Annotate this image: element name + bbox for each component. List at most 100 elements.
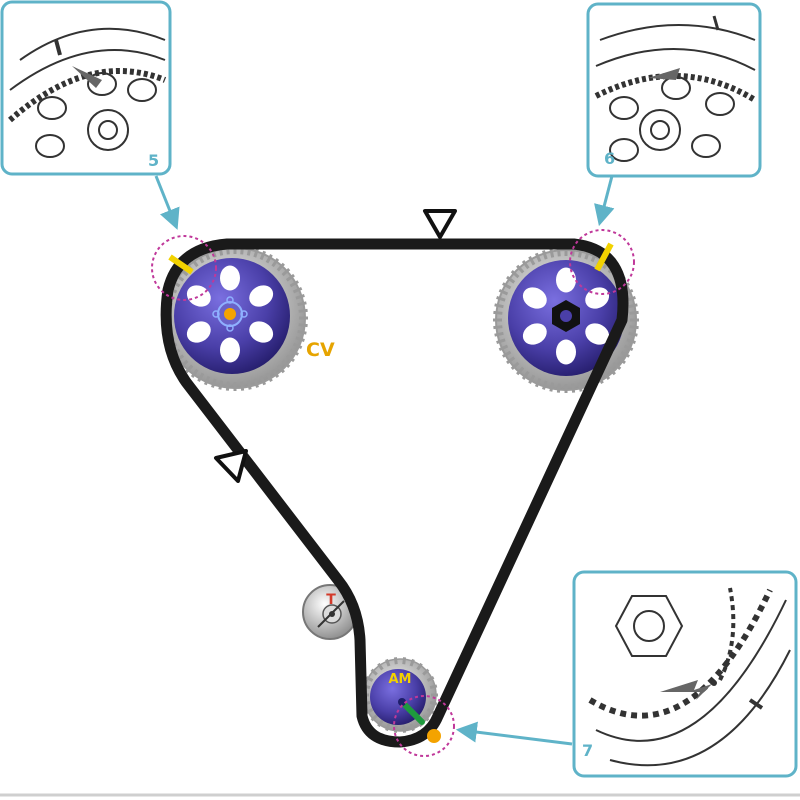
highlight-circle-right <box>569 229 635 295</box>
gear-tooth <box>628 303 638 309</box>
gear-tooth <box>211 378 217 388</box>
gear-tooth <box>393 725 398 733</box>
gear-tooth <box>409 723 415 732</box>
pulley-hole <box>522 287 547 309</box>
detail-7-illustration <box>588 587 791 767</box>
gear-tooth <box>402 725 407 733</box>
timing-belt <box>160 238 629 748</box>
gear-tooth <box>493 310 503 315</box>
gear-tooth <box>295 336 305 342</box>
gear-tooth <box>612 361 622 370</box>
gear-tooth <box>289 348 299 356</box>
gear-tooth <box>253 248 259 258</box>
gear-tooth <box>185 364 194 374</box>
gear-tooth <box>292 342 303 350</box>
gear-tooth <box>271 368 280 378</box>
gear-tooth <box>370 714 378 722</box>
gear-tooth <box>416 662 423 671</box>
gear-tooth <box>506 275 516 284</box>
gear-tooth <box>285 273 295 282</box>
gear-tooth <box>190 368 199 378</box>
gear-tooth <box>377 662 384 671</box>
pulley-hole <box>220 265 240 291</box>
gear-tooth <box>534 377 542 388</box>
gear-tooth <box>629 325 639 330</box>
pulley-hole <box>556 339 576 365</box>
gear-tooth <box>197 372 205 382</box>
pulley-hole <box>585 323 610 345</box>
gear-tooth <box>426 676 435 682</box>
gear-tooth <box>616 356 626 365</box>
detail-5-arrow <box>154 175 180 230</box>
gear-tooth <box>298 323 308 328</box>
gear-tooth <box>494 331 504 337</box>
gear-tooth <box>393 657 398 665</box>
camshaft-hub-left <box>212 296 248 332</box>
pulley-hole <box>522 323 547 345</box>
gear-tooth <box>506 356 516 365</box>
gear-tooth <box>422 668 430 676</box>
gear-tooth <box>549 382 555 392</box>
gear-tooth <box>493 325 503 330</box>
crank-timing-pointer <box>401 701 425 725</box>
gear-tooth <box>549 248 555 258</box>
gear-tooth <box>422 714 430 722</box>
gear-tooth <box>510 361 520 370</box>
gear-tooth <box>225 381 230 391</box>
camshaft-hub-right <box>552 300 580 332</box>
detail-callout-6: 6 <box>586 2 762 227</box>
gear-tooth <box>271 258 280 268</box>
tensioner-pulley: T <box>302 584 358 640</box>
gear-tooth <box>498 344 509 352</box>
detail-6-number: 6 <box>604 149 615 168</box>
crank-timing-dot <box>427 729 441 743</box>
belt-direction-arrow-left <box>214 449 248 483</box>
gear-tooth <box>240 381 245 391</box>
gear-tooth <box>246 380 252 390</box>
detail-7-arrow <box>455 721 573 746</box>
gear-tooth <box>218 380 224 390</box>
gear-tooth <box>298 308 308 313</box>
gear-tooth <box>385 723 391 732</box>
gear-tooth <box>496 338 506 344</box>
gear-tooth <box>292 286 303 294</box>
timing-mark-left <box>168 254 194 275</box>
pulley-hole <box>249 285 274 307</box>
gear-tooth <box>259 375 267 386</box>
gear-tooth <box>626 338 636 344</box>
gear-tooth <box>253 378 259 388</box>
gear-tooth <box>542 250 548 260</box>
detail-6-illustration <box>594 15 757 162</box>
gear-tooth <box>265 254 273 264</box>
gear-tooth <box>496 296 506 302</box>
gear-tooth <box>628 331 638 337</box>
gear-tooth <box>607 366 616 376</box>
gear-tooth <box>429 700 438 706</box>
gear-tooth <box>285 354 295 363</box>
detail-6-pointer <box>648 68 680 80</box>
gear-tooth <box>498 288 509 296</box>
gear-tooth <box>385 658 391 667</box>
gear-tooth <box>365 676 374 682</box>
pulley-hole <box>186 285 211 307</box>
gear-tooth <box>276 364 285 374</box>
camshaft-label: CV <box>306 339 335 361</box>
gear-tooth <box>502 350 512 358</box>
highlight-circle-left <box>151 235 217 301</box>
gear-tooth <box>402 657 407 665</box>
belt-direction-arrow-top <box>423 209 457 239</box>
gear-tooth <box>370 668 378 676</box>
pulley-hole <box>220 337 240 363</box>
detail-7-pointer <box>660 680 712 700</box>
gear-tooth <box>602 370 611 380</box>
gear-tooth <box>521 260 530 270</box>
gear-tooth <box>377 719 384 728</box>
gear-tooth <box>281 268 291 277</box>
gear-tooth <box>534 252 542 263</box>
gear-tooth <box>629 310 639 315</box>
crankshaft-pulley <box>362 657 438 733</box>
gear-tooth <box>203 375 211 386</box>
detail-5-pointer <box>72 66 102 88</box>
gear-tooth <box>528 256 536 266</box>
